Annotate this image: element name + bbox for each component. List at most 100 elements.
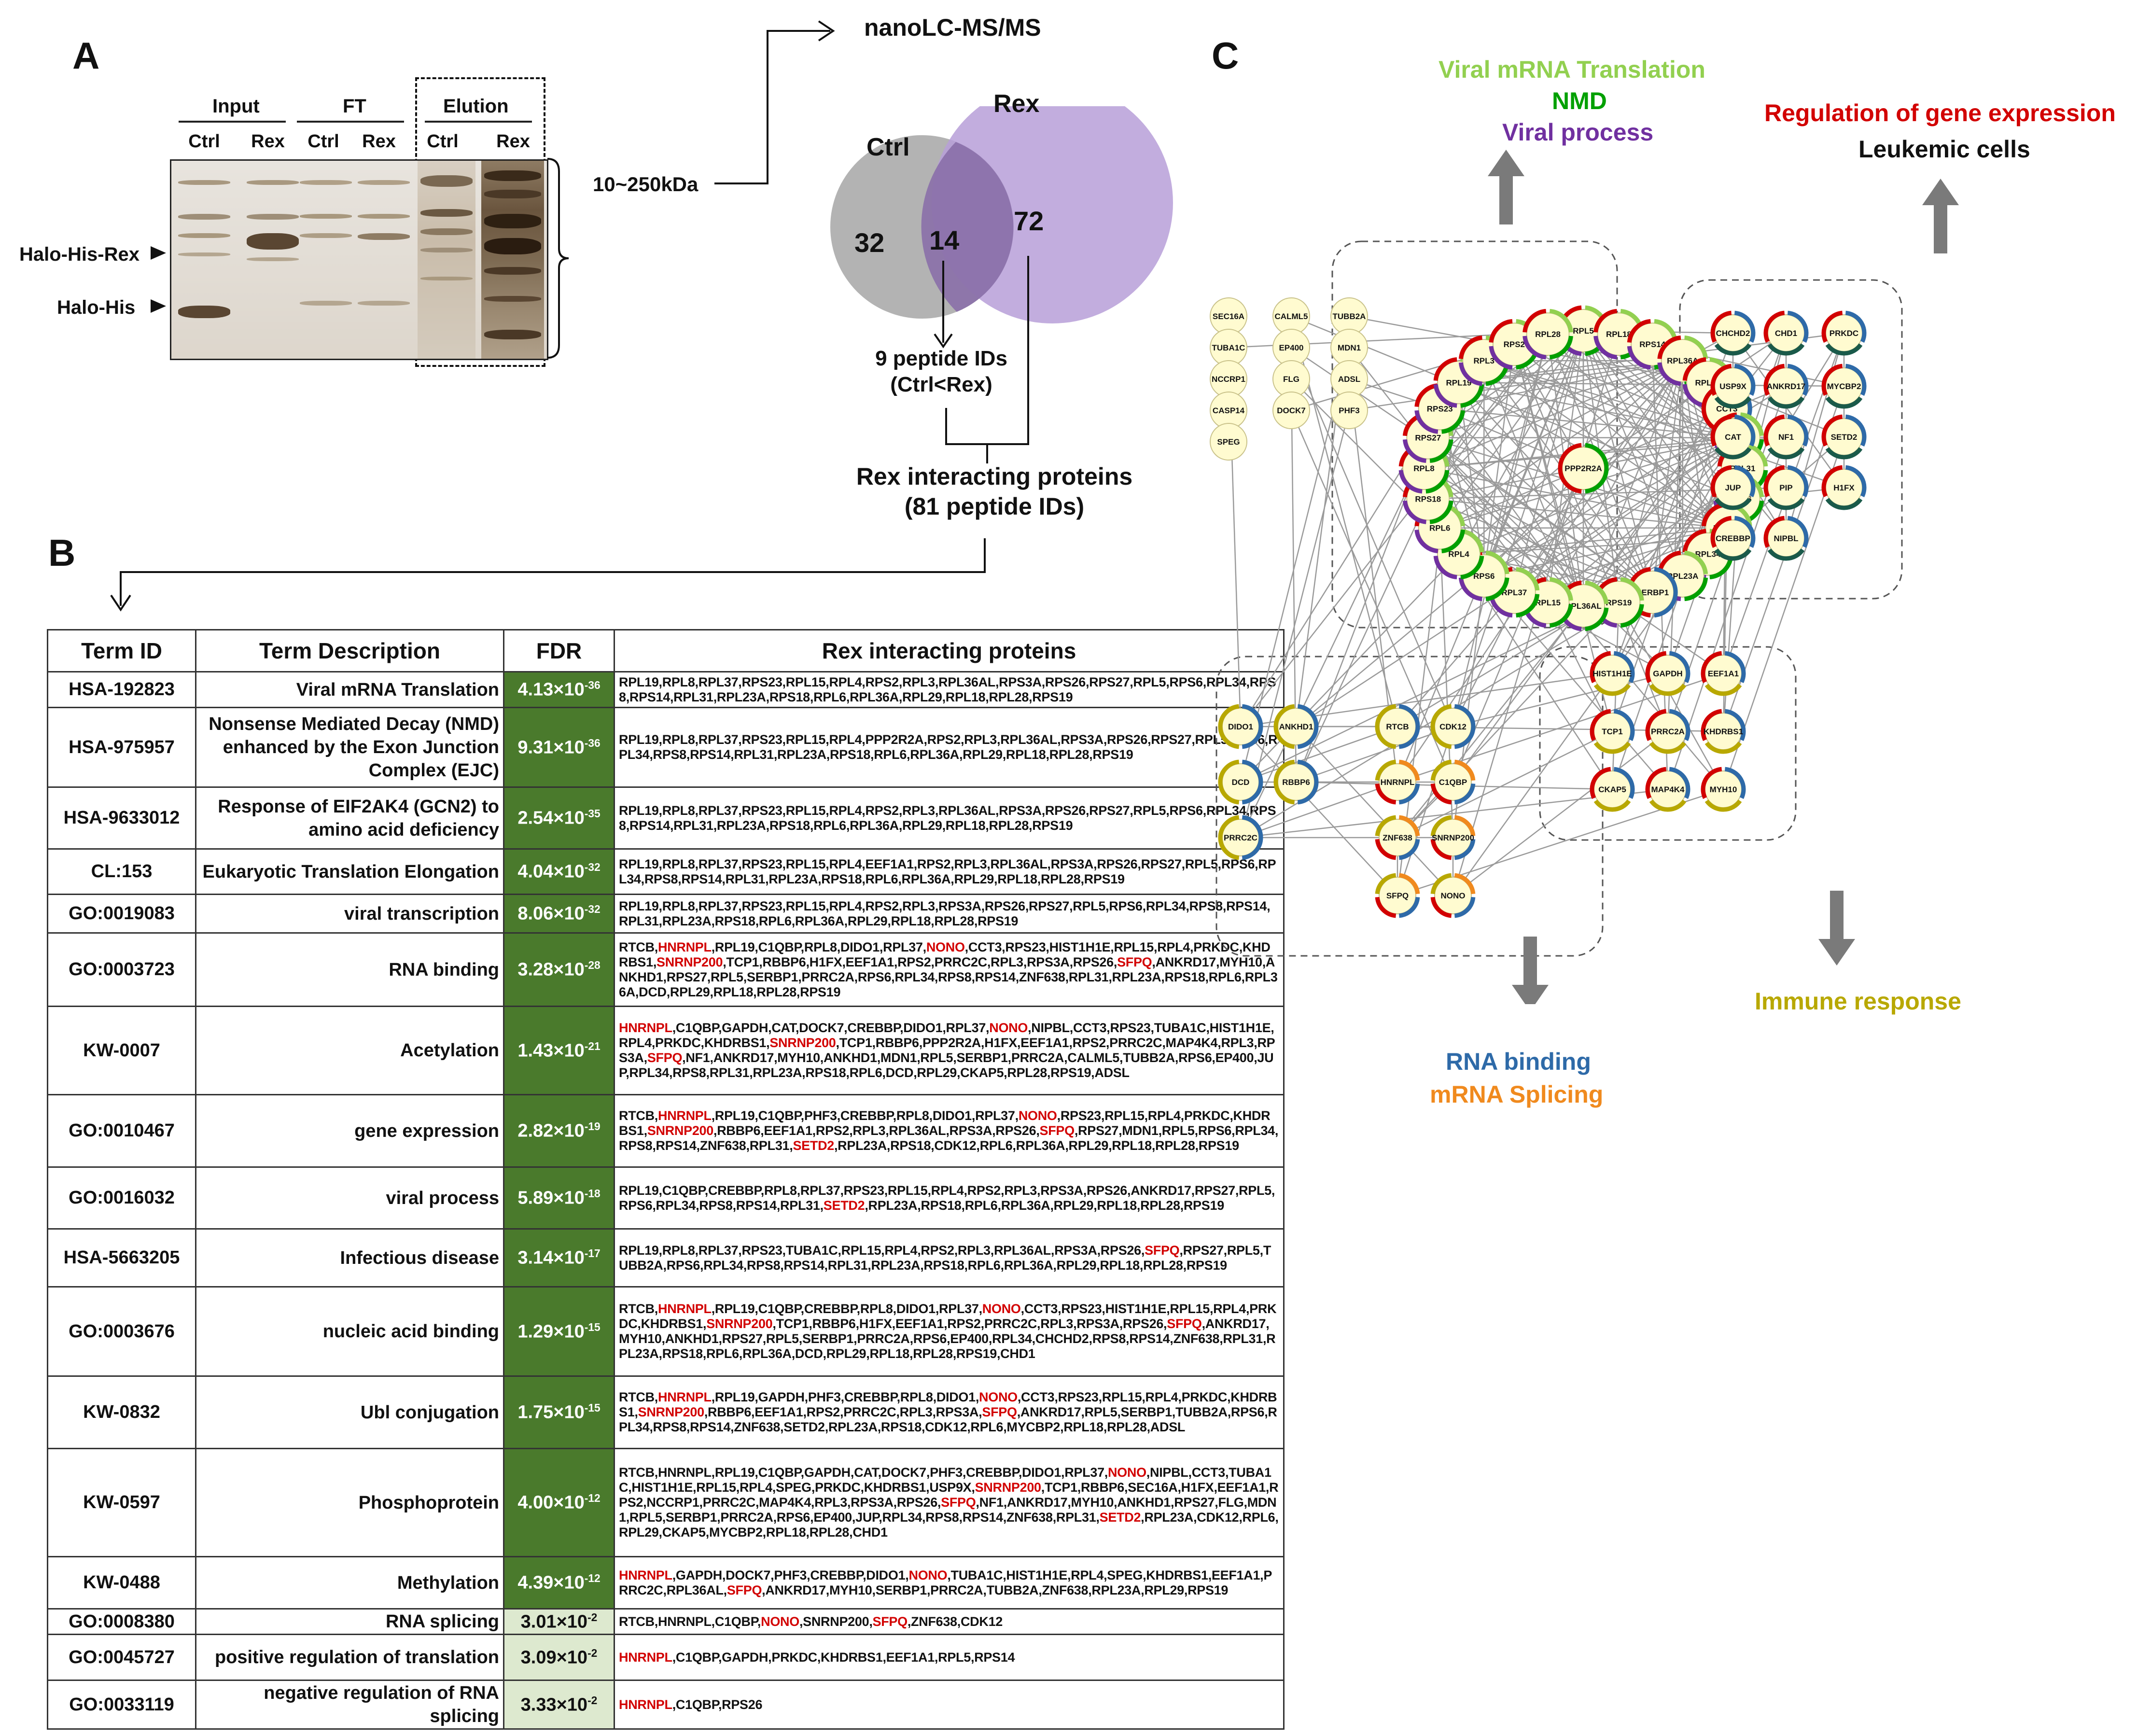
- protein-node[interactable]: CHD1: [1763, 310, 1809, 356]
- protein-node-label: TUBA1C: [1212, 343, 1245, 352]
- fdr-base: 4.00×10: [517, 1492, 585, 1513]
- protein-node[interactable]: CKAP5: [1590, 767, 1635, 812]
- protein-node[interactable]: EEF1A1: [1701, 651, 1746, 696]
- protein-node[interactable]: SNRNP200: [1430, 815, 1476, 860]
- protein-node-label: FLG: [1283, 375, 1299, 384]
- protein-node-label: NIPBL: [1774, 534, 1799, 543]
- network-edge: [1547, 334, 1728, 529]
- protein-node-label: SFPQ: [1386, 891, 1409, 900]
- network-edge: [1427, 437, 1668, 674]
- protein-node[interactable]: PIP: [1763, 465, 1809, 510]
- highlighted-protein: SETD2: [793, 1138, 834, 1153]
- protein-node[interactable]: PPP2R2A: [1558, 443, 1609, 494]
- protein-text: ,RPL19,C1QBP,PHF3,CREBBP,RPL8,DIDO1,RPL3…: [711, 1108, 1019, 1123]
- protein-node[interactable]: PRRC2C: [1218, 815, 1263, 860]
- protein-node[interactable]: TUBB2A: [1330, 297, 1368, 335]
- protein-node-label: PIP: [1779, 483, 1792, 492]
- protein-node[interactable]: H1FX: [1821, 465, 1867, 510]
- term-description-cell: Response of EIF2AK4 (GCN2) to amino acid…: [195, 786, 504, 850]
- protein-node[interactable]: ZNF638: [1375, 815, 1420, 860]
- network-edge: [1513, 344, 1669, 732]
- protein-node-label: NF1: [1778, 433, 1794, 442]
- network-edge: [1618, 602, 1724, 790]
- protein-node[interactable]: MYCBP2: [1821, 364, 1867, 409]
- protein-node[interactable]: SETD2: [1821, 414, 1867, 460]
- cluster-box: [1679, 279, 1903, 600]
- protein-node-label: NONO: [1441, 891, 1466, 900]
- protein-node-label: RPS23: [1427, 404, 1453, 413]
- protein-node[interactable]: CAT: [1710, 414, 1756, 460]
- protein-node[interactable]: SEC16A: [1210, 297, 1247, 335]
- mass-range-label: 10~250kDa: [593, 173, 698, 196]
- term-id-cell: GO:0016032: [47, 1166, 196, 1230]
- highlighted-protein: SFPQ: [1167, 1316, 1202, 1331]
- protein-node[interactable]: SFPQ: [1375, 873, 1420, 918]
- protein-node-label: RPL37: [1501, 588, 1527, 597]
- overlap-note-line1: 9 peptide IDs: [875, 347, 1007, 370]
- network-edge: [1427, 498, 1653, 593]
- protein-node[interactable]: HIST1H1E: [1590, 651, 1635, 696]
- network-edge: [1397, 330, 1584, 896]
- protein-node[interactable]: DCD: [1218, 759, 1263, 805]
- protein-node-label: PHF3: [1339, 406, 1359, 415]
- network-edge: [1439, 408, 1653, 593]
- protein-node[interactable]: RPS2: [1489, 319, 1540, 370]
- protein-node[interactable]: TUBA1C: [1210, 329, 1247, 366]
- fdr-cell: 1.43×10-21: [503, 1006, 615, 1095]
- protein-node[interactable]: C1QBP: [1430, 759, 1476, 805]
- protein-node[interactable]: RTCB: [1375, 704, 1420, 749]
- highlighted-protein: SNRNP200: [656, 954, 723, 969]
- venn-rex-only-count: 72: [1014, 206, 1044, 236]
- protein-node[interactable]: CREBBP: [1710, 516, 1756, 561]
- protein-node[interactable]: RPL28: [1522, 308, 1573, 360]
- fdr-cell: 3.14×10-17: [503, 1228, 615, 1288]
- protein-node[interactable]: PHF3: [1330, 392, 1368, 429]
- protein-node[interactable]: SPEG: [1210, 423, 1247, 461]
- protein-node[interactable]: PRRC2A: [1645, 709, 1690, 754]
- group-input-label: Input: [212, 96, 260, 117]
- protein-node[interactable]: MAP4K4: [1645, 767, 1690, 812]
- protein-node[interactable]: MYH10: [1701, 767, 1746, 812]
- protein-node-label: DIDO1: [1228, 722, 1253, 731]
- protein-node[interactable]: TCP1: [1590, 709, 1635, 754]
- fdr-exponent: -2: [587, 1694, 598, 1707]
- protein-node-label: RPL34: [1695, 550, 1721, 559]
- protein-node-label: RPS2: [1504, 340, 1525, 349]
- protein-list-cell: RPL19,C1QBP,CREBBP,RPL8,RPL37,RPS23,RPL1…: [614, 1166, 1285, 1230]
- venn-overlap-count: 14: [929, 225, 960, 255]
- protein-node[interactable]: EP400: [1272, 329, 1310, 366]
- highlighted-protein: HNRNPL: [619, 1697, 672, 1712]
- term-id-cell: HSA-9633012: [47, 786, 196, 850]
- protein-node[interactable]: CHCHD2: [1710, 310, 1756, 356]
- col-header-fdr: FDR: [503, 629, 615, 672]
- protein-node[interactable]: NF1: [1763, 414, 1809, 460]
- protein-node[interactable]: DOCK7: [1272, 392, 1310, 429]
- fdr-base: 4.13×10: [517, 679, 585, 700]
- protein-node[interactable]: RBBP6: [1273, 759, 1319, 805]
- protein-node-label: RPS14: [1639, 340, 1665, 349]
- protein-node[interactable]: KHDRBS1: [1701, 709, 1746, 754]
- protein-node[interactable]: DIDO1: [1218, 704, 1263, 749]
- protein-node-label: KHDRBS1: [1704, 727, 1743, 736]
- protein-node[interactable]: CDK12: [1430, 704, 1476, 749]
- protein-node[interactable]: NONO: [1430, 873, 1476, 918]
- fdr-cell: 4.13×10-36: [503, 671, 615, 708]
- protein-node-label: RPL19: [1446, 378, 1472, 387]
- fdr-base: 4.39×10: [517, 1572, 585, 1593]
- cluster-box: [1331, 240, 1618, 629]
- protein-node[interactable]: USP9X: [1710, 364, 1756, 409]
- protein-node[interactable]: JUP: [1710, 465, 1756, 510]
- term-id-cell: GO:0003723: [47, 932, 196, 1007]
- protein-node[interactable]: HNRNPL: [1375, 759, 1420, 805]
- protein-node[interactable]: ANKHD1: [1273, 704, 1319, 749]
- protein-node[interactable]: ANKRD17: [1763, 364, 1809, 409]
- protein-node[interactable]: PRKDC: [1821, 310, 1867, 356]
- network-edge: [1240, 726, 1398, 783]
- protein-node[interactable]: NCCRP1: [1210, 360, 1247, 398]
- protein-node[interactable]: NIPBL: [1763, 516, 1809, 561]
- protein-node[interactable]: GAPDH: [1645, 651, 1690, 696]
- cluster-box: [1215, 656, 1604, 957]
- protein-list-cell: RPL19,RPL8,RPL37,RPS23,RPL15,RPL4,PPP2R2…: [614, 707, 1285, 788]
